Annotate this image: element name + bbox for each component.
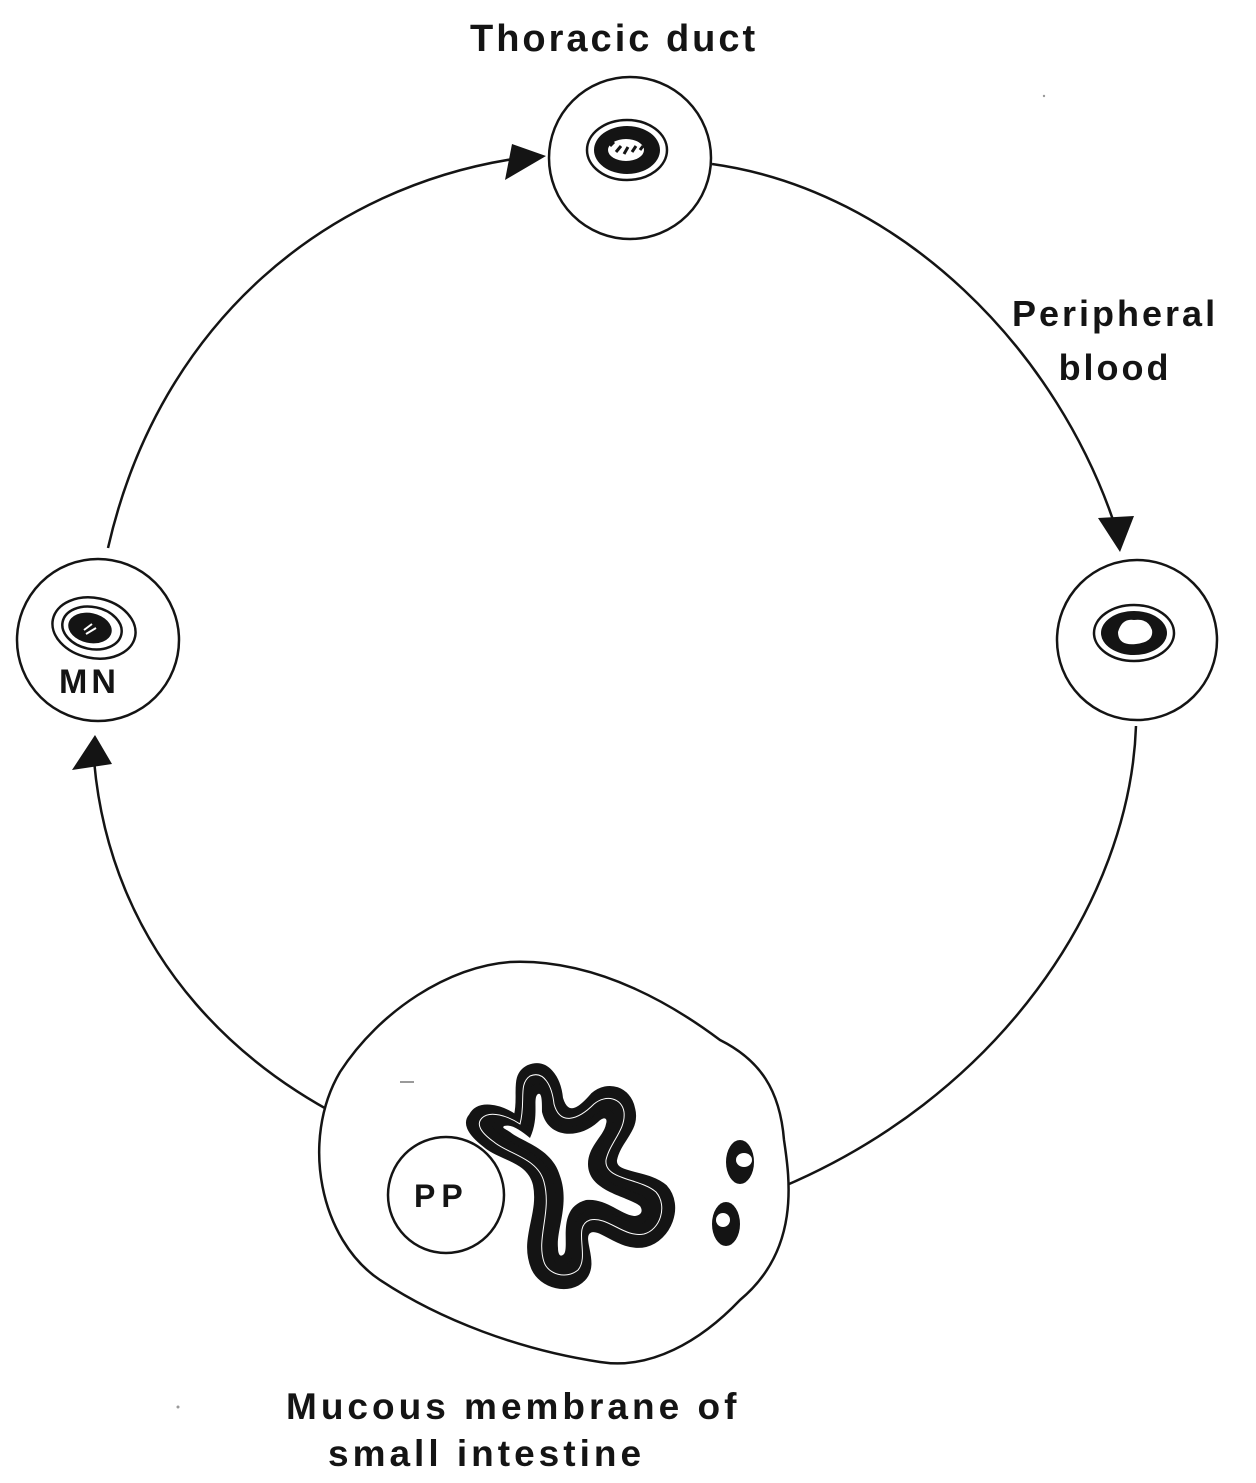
peripheral-blood-label-line2: blood [1012, 350, 1218, 386]
intestine-label-line2: small intestine [328, 1435, 740, 1472]
arrowhead-thoracic-icon [505, 144, 546, 180]
intestine-node [319, 962, 788, 1364]
lymphocyte-small-icon [712, 1202, 740, 1246]
lymphocyte-small-icon [726, 1140, 754, 1184]
lymphocyte-icon [587, 120, 667, 180]
lymphocyte-icon [1094, 605, 1174, 661]
arrowhead-mn-icon [72, 735, 112, 770]
mesenteric-node-label: MN [59, 665, 120, 699]
peyers-patch-label: PP [414, 1180, 469, 1212]
thoracic-duct-node [549, 77, 711, 239]
peripheral-blood-label-line1: Peripheral [1012, 296, 1218, 332]
peripheral-blood-node [1057, 560, 1217, 720]
arrowhead-peripheral-icon [1098, 516, 1134, 552]
peripheral-blood-label: Peripheral blood [1012, 296, 1218, 386]
thoracic-duct-label: Thoracic duct [470, 20, 758, 58]
arrow-peripheral-to-intestine [770, 726, 1136, 1192]
intestine-label: Mucous membrane of small intestine [286, 1388, 740, 1472]
intestine-label-line1: Mucous membrane of [286, 1388, 740, 1425]
arrow-mn-to-thoracic [108, 158, 520, 548]
